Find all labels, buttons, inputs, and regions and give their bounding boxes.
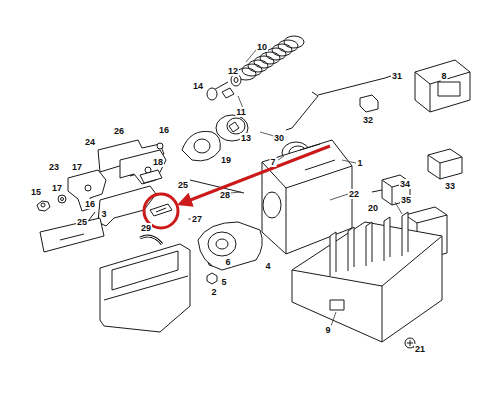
callout-number: 26 <box>113 126 125 136</box>
callout-number: 18 <box>152 157 164 167</box>
callout-number: 9 <box>324 325 331 335</box>
callout-number: 10 <box>256 42 268 52</box>
highlight-arrow <box>180 146 330 204</box>
callout-number: 16 <box>158 125 170 135</box>
callout-number: 35 <box>400 195 412 205</box>
callout-number: 31 <box>391 71 403 81</box>
callout-number: 25 <box>177 180 189 190</box>
callout-number: 3 <box>100 209 107 219</box>
callout-number: 13 <box>240 133 252 143</box>
callout-number: 17 <box>71 162 83 172</box>
tray-fin <box>330 232 336 276</box>
callout-number: 2 <box>210 287 217 297</box>
callout-number: 29 <box>140 223 152 233</box>
tray-fin <box>402 212 408 256</box>
coil-turn <box>254 56 274 68</box>
callout-number: 15 <box>30 187 42 197</box>
tray-fin <box>384 217 390 261</box>
callout-number: 24 <box>84 137 96 147</box>
callout-number: 21 <box>414 344 426 354</box>
callout-number: 28 <box>219 190 231 200</box>
callout-number: 6 <box>224 257 231 267</box>
callout-number: 25 <box>76 217 88 227</box>
callout-number: 12 <box>227 66 239 76</box>
coil-turn <box>272 44 292 56</box>
callout-number: 11 <box>235 107 247 117</box>
callout-number: 19 <box>220 155 232 165</box>
callout-number: 20 <box>367 203 379 213</box>
callout-number: 17 <box>51 183 63 193</box>
callout-number: 30 <box>273 133 285 143</box>
coil-turn <box>278 40 298 52</box>
callout-number: 34 <box>399 179 411 189</box>
callout-number: 4 <box>264 261 271 271</box>
coil-turn <box>260 52 280 64</box>
callout-number: 1 <box>356 158 363 168</box>
coil-turn <box>266 48 286 60</box>
coil-turn <box>242 64 262 76</box>
callout-number: 8 <box>440 71 447 81</box>
callout-number: 22 <box>348 189 360 199</box>
callout-number: 5 <box>220 277 227 287</box>
callout-number: 27 <box>191 214 203 224</box>
callout-number: 16 <box>84 199 96 209</box>
coil-turn <box>248 60 268 72</box>
tray-fin <box>366 222 372 266</box>
callout-number: 32 <box>362 115 374 125</box>
callout-number: 23 <box>48 162 60 172</box>
coil-turn <box>284 36 304 48</box>
callout-number: 14 <box>192 81 204 91</box>
callout-number: 7 <box>269 157 276 167</box>
callout-number: 33 <box>444 181 456 191</box>
tray-fin <box>348 227 354 271</box>
